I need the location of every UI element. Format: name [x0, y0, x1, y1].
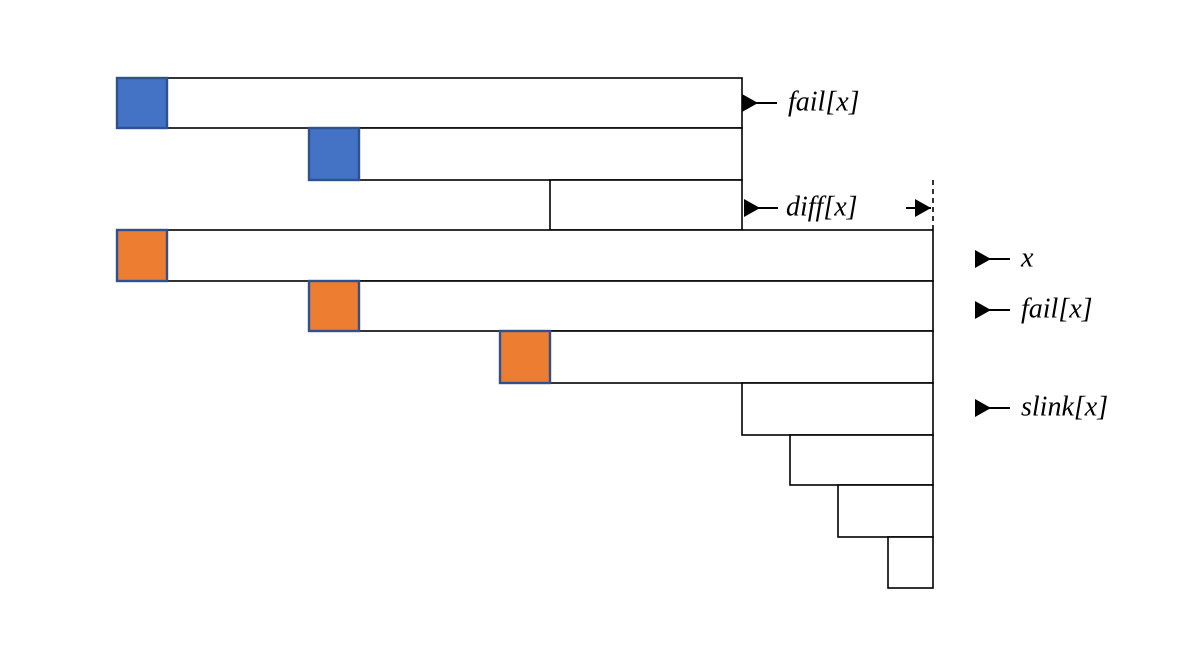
- bar-row-6: [499, 330, 934, 384]
- bar-row-9: [837, 484, 934, 538]
- bar-row-8: [789, 434, 934, 486]
- bar-row-2: [308, 127, 743, 181]
- bar-row-10: [887, 536, 934, 589]
- marker-square-blue-row-1: [115, 76, 169, 130]
- bar-row-4: [116, 229, 934, 282]
- annotation-ann-slink: slink[x]: [975, 391, 1108, 422]
- annotation-label-ann-x: x: [1020, 242, 1034, 273]
- annotation-label-ann-fail-top: fail[x]: [788, 86, 860, 117]
- bar-row-1: [116, 77, 743, 129]
- annotation-label-ann-diff: diff[x]: [786, 191, 858, 222]
- annotation-ann-fail-lower: fail[x]: [975, 293, 1093, 324]
- annotation-ann-x: x: [975, 242, 1034, 273]
- annotation-label-ann-fail-lower: fail[x]: [1021, 293, 1093, 324]
- marker-square-orange-row-5: [307, 279, 361, 333]
- annotation-ann-diff: diff[x]: [744, 191, 931, 222]
- bar-row-7: [741, 382, 934, 436]
- marker-square-blue-row-2: [307, 126, 361, 182]
- marker-square-orange-row-6: [498, 329, 552, 385]
- bar-row-5: [308, 280, 934, 332]
- marker-square-orange-row-4: [115, 228, 169, 283]
- bars-layer: [116, 77, 934, 589]
- markers-layer: [115, 76, 552, 385]
- annotation-label-ann-slink: slink[x]: [1021, 391, 1108, 422]
- annotation-ann-fail-top: fail[x]: [742, 86, 860, 117]
- annotations-layer: fail[x] diff[x] x fail[x] slink[x]: [742, 86, 1108, 422]
- bar-row-3: [549, 179, 743, 231]
